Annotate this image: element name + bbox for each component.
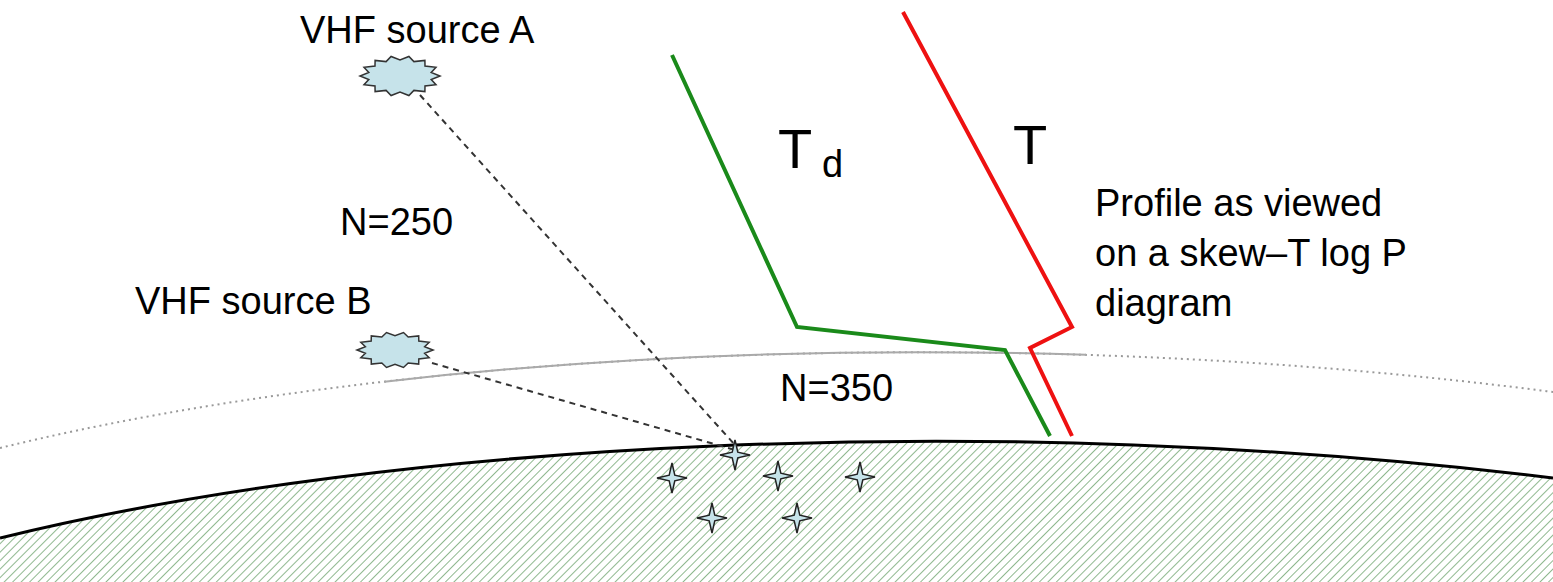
- source-label: VHF source A: [300, 6, 534, 55]
- dewpoint-symbol: T: [778, 112, 812, 185]
- subscript-letter: d: [822, 140, 843, 189]
- receiver-symbol: [697, 503, 727, 533]
- layer-top-solid: [0, 352, 1553, 448]
- ground-fill: [0, 441, 1553, 582]
- ray-path: [420, 95, 735, 445]
- receiver-symbol: [720, 440, 750, 470]
- receiver-symbol: [782, 503, 812, 533]
- refractivity-label: N=350: [780, 364, 893, 413]
- ray-path: [432, 363, 735, 450]
- ground-line: [0, 441, 1553, 538]
- temperature-symbol: T: [1013, 108, 1047, 181]
- source-label: VHF source B: [135, 277, 372, 326]
- vhf-source-symbol: [360, 57, 440, 96]
- dewpoint-profile: [672, 55, 1050, 436]
- layer-top-dotted: [0, 352, 1553, 448]
- receiver-symbol: [845, 462, 875, 492]
- receiver-symbol: [657, 463, 687, 493]
- receiver-symbol: [763, 461, 793, 491]
- vhf-source-symbol: [357, 333, 433, 368]
- refractivity-label: N=250: [340, 198, 453, 247]
- temperature-profile: [903, 12, 1072, 436]
- profile-note: Profile as viewed on a skew–T log P diag…: [1095, 178, 1435, 328]
